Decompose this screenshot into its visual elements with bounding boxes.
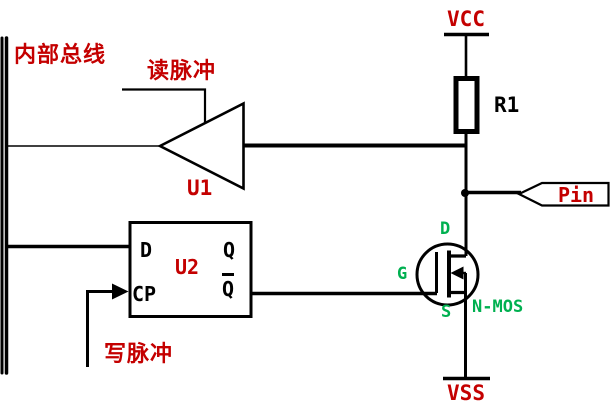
- read-pulse-label: 读脉冲: [147, 58, 217, 83]
- flipflop-box: [128, 221, 253, 318]
- cp-arrowhead-icon: [112, 283, 129, 300]
- flipflop-qbar-pin-label: Q: [222, 273, 235, 299]
- write-pulse-wire: [86, 290, 114, 367]
- flipflop-ref-label: U2: [175, 255, 200, 279]
- nmos-source-label: S: [441, 302, 452, 322]
- resistor-ref-label: R1: [494, 93, 520, 117]
- flipflop-q-pin-label: Q: [223, 238, 236, 262]
- write-pulse-label: 写脉冲: [104, 341, 174, 366]
- nmos-gate-label: G: [397, 264, 408, 284]
- nmos-body-arrow-icon: [450, 266, 464, 280]
- flipflop-qbar-text: Q: [222, 273, 235, 299]
- pin-connector-shape: [516, 181, 610, 207]
- vss-label: VSS: [447, 381, 485, 405]
- nmos-type-label: N-MOS: [472, 297, 524, 317]
- vcc-label: VCC: [447, 7, 485, 31]
- buffer-ref-label: U1: [187, 176, 213, 200]
- internal-bus-label: 内部总线: [14, 42, 107, 67]
- flipflop-d-pin-label: D: [140, 238, 153, 262]
- pin-connector-label: Pin: [557, 183, 595, 207]
- resistor-symbol: [453, 76, 480, 134]
- read-pulse-wire: [122, 88, 207, 123]
- flipflop-cp-pin-label: CP: [132, 282, 157, 306]
- nmos-drain-label: D: [440, 219, 451, 239]
